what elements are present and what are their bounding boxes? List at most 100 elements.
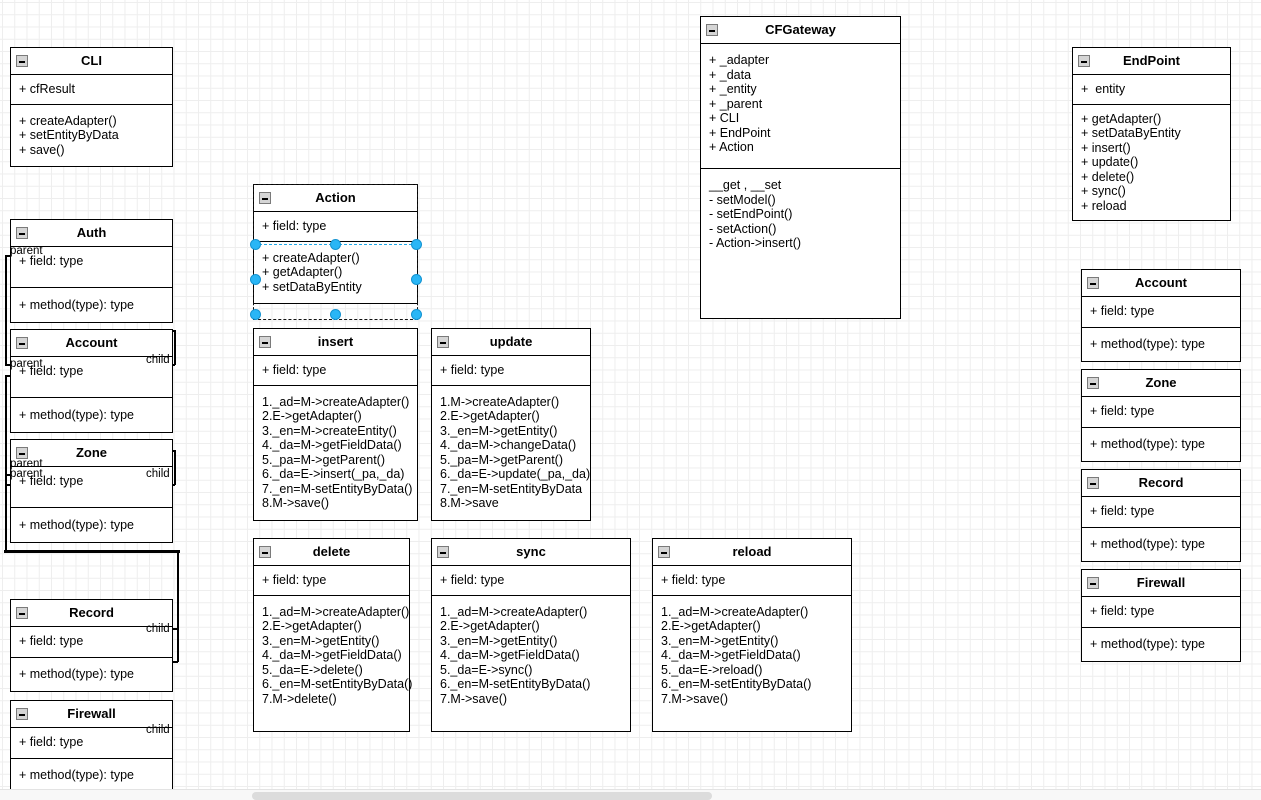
collapse-icon[interactable] <box>437 546 449 558</box>
selection-handle-bottom-left[interactable] <box>250 309 261 320</box>
collapse-icon[interactable] <box>437 336 449 348</box>
method-row: - setEndPoint() <box>709 207 793 221</box>
class-header-cli[interactable]: CLI <box>11 48 172 75</box>
method-row: 4._da=M->getFieldData() <box>661 648 801 662</box>
attribute-row: + field: type <box>19 474 84 488</box>
attribute-row: + EndPoint <box>709 125 771 140</box>
attribute-row: + _adapter <box>709 53 770 67</box>
class-box-firewall-right[interactable]: Firewall + field: type + method(type): t… <box>1081 569 1241 662</box>
horizontal-scrollbar[interactable] <box>0 789 1261 800</box>
class-header-cfgateway[interactable]: CFGateway <box>701 17 900 44</box>
class-box-account-left[interactable]: Account + field: type + method(type): ty… <box>10 329 173 433</box>
class-header-reload[interactable]: reload <box>653 539 851 566</box>
edge-zone-child-vertical <box>174 450 176 485</box>
class-methods-sync: 1._ad=M->createAdapter() 2.E->getAdapter… <box>432 595 630 715</box>
method-row: 7._en=M-setEntityByData <box>440 481 583 496</box>
class-box-auth[interactable]: Auth + field: type + method(type): type <box>10 219 173 323</box>
attribute-row: + field: type <box>1090 504 1155 518</box>
class-box-zone-left[interactable]: Zone + field: type + method(type): type <box>10 439 173 543</box>
class-attributes-firewall-left: + field: type <box>11 728 172 759</box>
class-header-sync[interactable]: sync <box>432 539 630 566</box>
selection-handle-right-middle[interactable] <box>411 239 422 250</box>
class-title: Zone <box>1145 375 1177 390</box>
class-box-action[interactable]: Action + field: type + createAdapter() +… <box>253 184 418 304</box>
collapse-icon[interactable] <box>1087 577 1099 589</box>
class-box-record-right[interactable]: Record + field: type + method(type): typ… <box>1081 469 1241 562</box>
class-box-update[interactable]: update + field: type 1.M->createAdapter(… <box>431 328 591 521</box>
class-box-cfgateway[interactable]: CFGateway + _adapter + _data + _entity +… <box>700 16 901 319</box>
class-box-record-left[interactable]: Record + field: type + method(type): typ… <box>10 599 173 692</box>
collapse-icon[interactable] <box>16 227 28 239</box>
selection-handle-top-center[interactable] <box>330 239 341 250</box>
collapse-icon[interactable] <box>1087 377 1099 389</box>
class-header-zone-right[interactable]: Zone <box>1082 370 1240 397</box>
class-header-insert[interactable]: insert <box>254 329 417 356</box>
selection-handle-bottom-center[interactable] <box>330 309 341 320</box>
class-box-insert[interactable]: insert + field: type 1._ad=M->createAdap… <box>253 328 418 521</box>
class-header-firewall-left[interactable]: Firewall <box>11 701 172 728</box>
collapse-icon[interactable] <box>259 336 271 348</box>
class-header-account-left[interactable]: Account <box>11 330 172 357</box>
attribute-row: + field: type <box>1090 404 1155 418</box>
class-methods-account-right: + method(type): type <box>1082 328 1240 361</box>
collapse-icon[interactable] <box>16 708 28 720</box>
selection-handle-bottom-right[interactable] <box>411 309 422 320</box>
collapse-icon[interactable] <box>706 24 718 36</box>
class-header-auth[interactable]: Auth <box>11 220 172 247</box>
class-attributes-endpoint: + entity <box>1073 75 1230 105</box>
class-header-record-left[interactable]: Record <box>11 600 172 627</box>
collapse-icon[interactable] <box>1078 55 1090 67</box>
class-box-account-right[interactable]: Account + field: type + method(type): ty… <box>1081 269 1241 362</box>
class-attributes-cfgateway: + _adapter + _data + _entity + _parent +… <box>701 44 900 169</box>
class-methods-action: + createAdapter() + getAdapter() + setDa… <box>254 241 417 303</box>
method-row: 5._da=E->sync() <box>440 662 533 677</box>
method-row: 2.E->getAdapter() <box>440 619 540 633</box>
method-row: + method(type): type <box>19 518 134 532</box>
method-row: + method(type): type <box>1090 337 1205 351</box>
method-row: - Action->insert() <box>709 236 802 250</box>
method-row: 6._da=E->insert(_pa,_da) <box>262 467 405 481</box>
class-box-sync[interactable]: sync + field: type 1._ad=M->createAdapte… <box>431 538 631 732</box>
class-header-account-right[interactable]: Account <box>1082 270 1240 297</box>
class-header-record-right[interactable]: Record <box>1082 470 1240 497</box>
collapse-icon[interactable] <box>1087 277 1099 289</box>
method-row: + method(type): type <box>19 768 134 782</box>
edge-auth-left-vertical <box>5 255 7 365</box>
scrollbar-thumb[interactable] <box>252 792 712 800</box>
edge-label-account-parent: parent <box>10 358 43 370</box>
class-box-zone-right[interactable]: Zone + field: type + method(type): type <box>1081 369 1241 462</box>
collapse-icon[interactable] <box>259 546 271 558</box>
class-header-action[interactable]: Action <box>254 185 417 212</box>
method-row: + setDataByEntity <box>1081 126 1181 140</box>
collapse-icon[interactable] <box>259 192 271 204</box>
class-box-reload[interactable]: reload + field: type 1._ad=M->createAdap… <box>652 538 852 732</box>
method-row: __get , __set <box>709 178 782 192</box>
edge-zone-left-vertical-a <box>5 474 7 486</box>
class-box-delete[interactable]: delete + field: type 1._ad=M->createAdap… <box>253 538 412 732</box>
method-row: + method(type): type <box>19 298 134 312</box>
class-header-delete[interactable]: delete <box>254 539 409 566</box>
class-header-zone-left[interactable]: Zone <box>11 440 172 467</box>
class-title: CLI <box>81 53 102 68</box>
collapse-icon[interactable] <box>16 55 28 67</box>
selection-handle-left-middle[interactable] <box>250 239 261 250</box>
collapse-icon[interactable] <box>16 607 28 619</box>
class-box-endpoint[interactable]: EndPoint + entity + getAdapter() + setDa… <box>1072 47 1231 221</box>
collapse-icon[interactable] <box>1087 477 1099 489</box>
selection-handle-right-center[interactable] <box>411 274 422 285</box>
class-header-endpoint[interactable]: EndPoint <box>1073 48 1230 75</box>
class-attributes-account-left: + field: type <box>11 357 172 398</box>
selection-handle-left-center[interactable] <box>250 274 261 285</box>
attribute-row: + field: type <box>440 363 505 377</box>
method-row: + setEntityByData <box>19 128 119 142</box>
class-header-update[interactable]: update <box>432 329 590 356</box>
method-row: - setAction() <box>709 221 777 236</box>
class-box-firewall-left[interactable]: Firewall + field: type + method(type): t… <box>10 700 173 789</box>
class-header-firewall-right[interactable]: Firewall <box>1082 570 1240 597</box>
collapse-icon[interactable] <box>16 447 28 459</box>
collapse-icon[interactable] <box>16 337 28 349</box>
class-box-cli[interactable]: CLI + cfResult + createAdapter() + setEn… <box>10 47 173 167</box>
class-attributes-zone-right: + field: type <box>1082 397 1240 428</box>
collapse-icon[interactable] <box>658 546 670 558</box>
